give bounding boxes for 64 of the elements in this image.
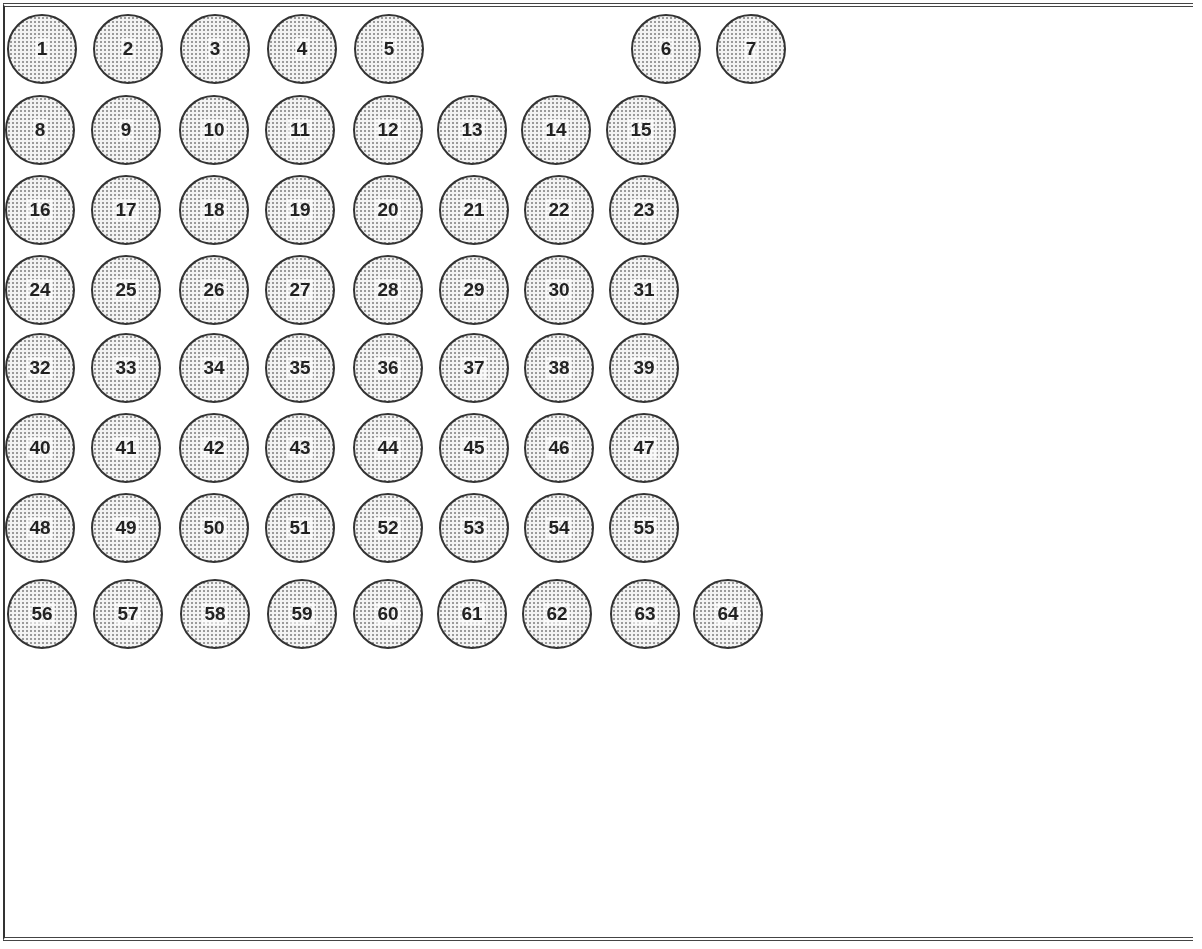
circle-number: 63 bbox=[632, 603, 658, 625]
circle-number: 3 bbox=[207, 38, 223, 60]
circle-number: 31 bbox=[631, 279, 657, 301]
circle-number: 62 bbox=[544, 603, 570, 625]
circle-number: 13 bbox=[459, 119, 485, 141]
circle-number: 22 bbox=[546, 199, 572, 221]
circle-number: 19 bbox=[287, 199, 313, 221]
circle-number: 6 bbox=[658, 38, 674, 60]
circle-number: 49 bbox=[113, 517, 139, 539]
circle-number: 23 bbox=[631, 199, 657, 221]
circle-number: 5 bbox=[381, 38, 397, 60]
circle-number: 30 bbox=[546, 279, 572, 301]
circle-number: 16 bbox=[27, 199, 53, 221]
circle-number: 36 bbox=[375, 357, 401, 379]
circle-number: 57 bbox=[115, 603, 141, 625]
circle-number: 14 bbox=[543, 119, 569, 141]
circle-number: 37 bbox=[461, 357, 487, 379]
circle-number: 34 bbox=[201, 357, 227, 379]
circle-number: 15 bbox=[628, 119, 654, 141]
circle-number: 53 bbox=[461, 517, 487, 539]
circle-number: 44 bbox=[375, 437, 401, 459]
circle-number: 59 bbox=[289, 603, 315, 625]
circle-number: 40 bbox=[27, 437, 53, 459]
circle-number: 42 bbox=[201, 437, 227, 459]
circle-number: 55 bbox=[631, 517, 657, 539]
circle-number: 41 bbox=[113, 437, 139, 459]
circle-number: 2 bbox=[120, 38, 136, 60]
circle-number: 43 bbox=[287, 437, 313, 459]
circle-number: 28 bbox=[375, 279, 401, 301]
circle-number: 33 bbox=[113, 357, 139, 379]
circle-number: 11 bbox=[287, 119, 313, 141]
circle-number: 58 bbox=[202, 603, 228, 625]
circle-number: 7 bbox=[743, 38, 759, 60]
circle-number: 56 bbox=[29, 603, 55, 625]
circle-number: 52 bbox=[375, 517, 401, 539]
circle-number: 9 bbox=[118, 119, 134, 141]
circle-number: 17 bbox=[113, 199, 139, 221]
circle-number: 48 bbox=[27, 517, 53, 539]
circle-number: 35 bbox=[287, 357, 313, 379]
circle-number: 46 bbox=[546, 437, 572, 459]
circle-number: 24 bbox=[27, 279, 53, 301]
circle-number: 21 bbox=[461, 199, 487, 221]
circle-number: 8 bbox=[32, 119, 48, 141]
circle-number: 32 bbox=[27, 357, 53, 379]
circle-number: 1 bbox=[34, 38, 50, 60]
circle-number: 12 bbox=[375, 119, 401, 141]
circle-number: 38 bbox=[546, 357, 572, 379]
circle-number: 45 bbox=[461, 437, 487, 459]
circle-number: 60 bbox=[375, 603, 401, 625]
circle-number: 47 bbox=[631, 437, 657, 459]
circle-number: 39 bbox=[631, 357, 657, 379]
circle-number: 27 bbox=[287, 279, 313, 301]
circle-number: 64 bbox=[715, 603, 741, 625]
circle-number: 18 bbox=[201, 199, 227, 221]
circle-number: 20 bbox=[375, 199, 401, 221]
circle-number: 26 bbox=[201, 279, 227, 301]
circle-number: 10 bbox=[201, 119, 227, 141]
circle-number: 25 bbox=[113, 279, 139, 301]
circle-number: 4 bbox=[294, 38, 310, 60]
circle-number: 54 bbox=[546, 517, 572, 539]
circle-number: 51 bbox=[287, 517, 313, 539]
circle-number: 29 bbox=[461, 279, 487, 301]
circle-number: 50 bbox=[201, 517, 227, 539]
circle-number: 61 bbox=[459, 603, 485, 625]
